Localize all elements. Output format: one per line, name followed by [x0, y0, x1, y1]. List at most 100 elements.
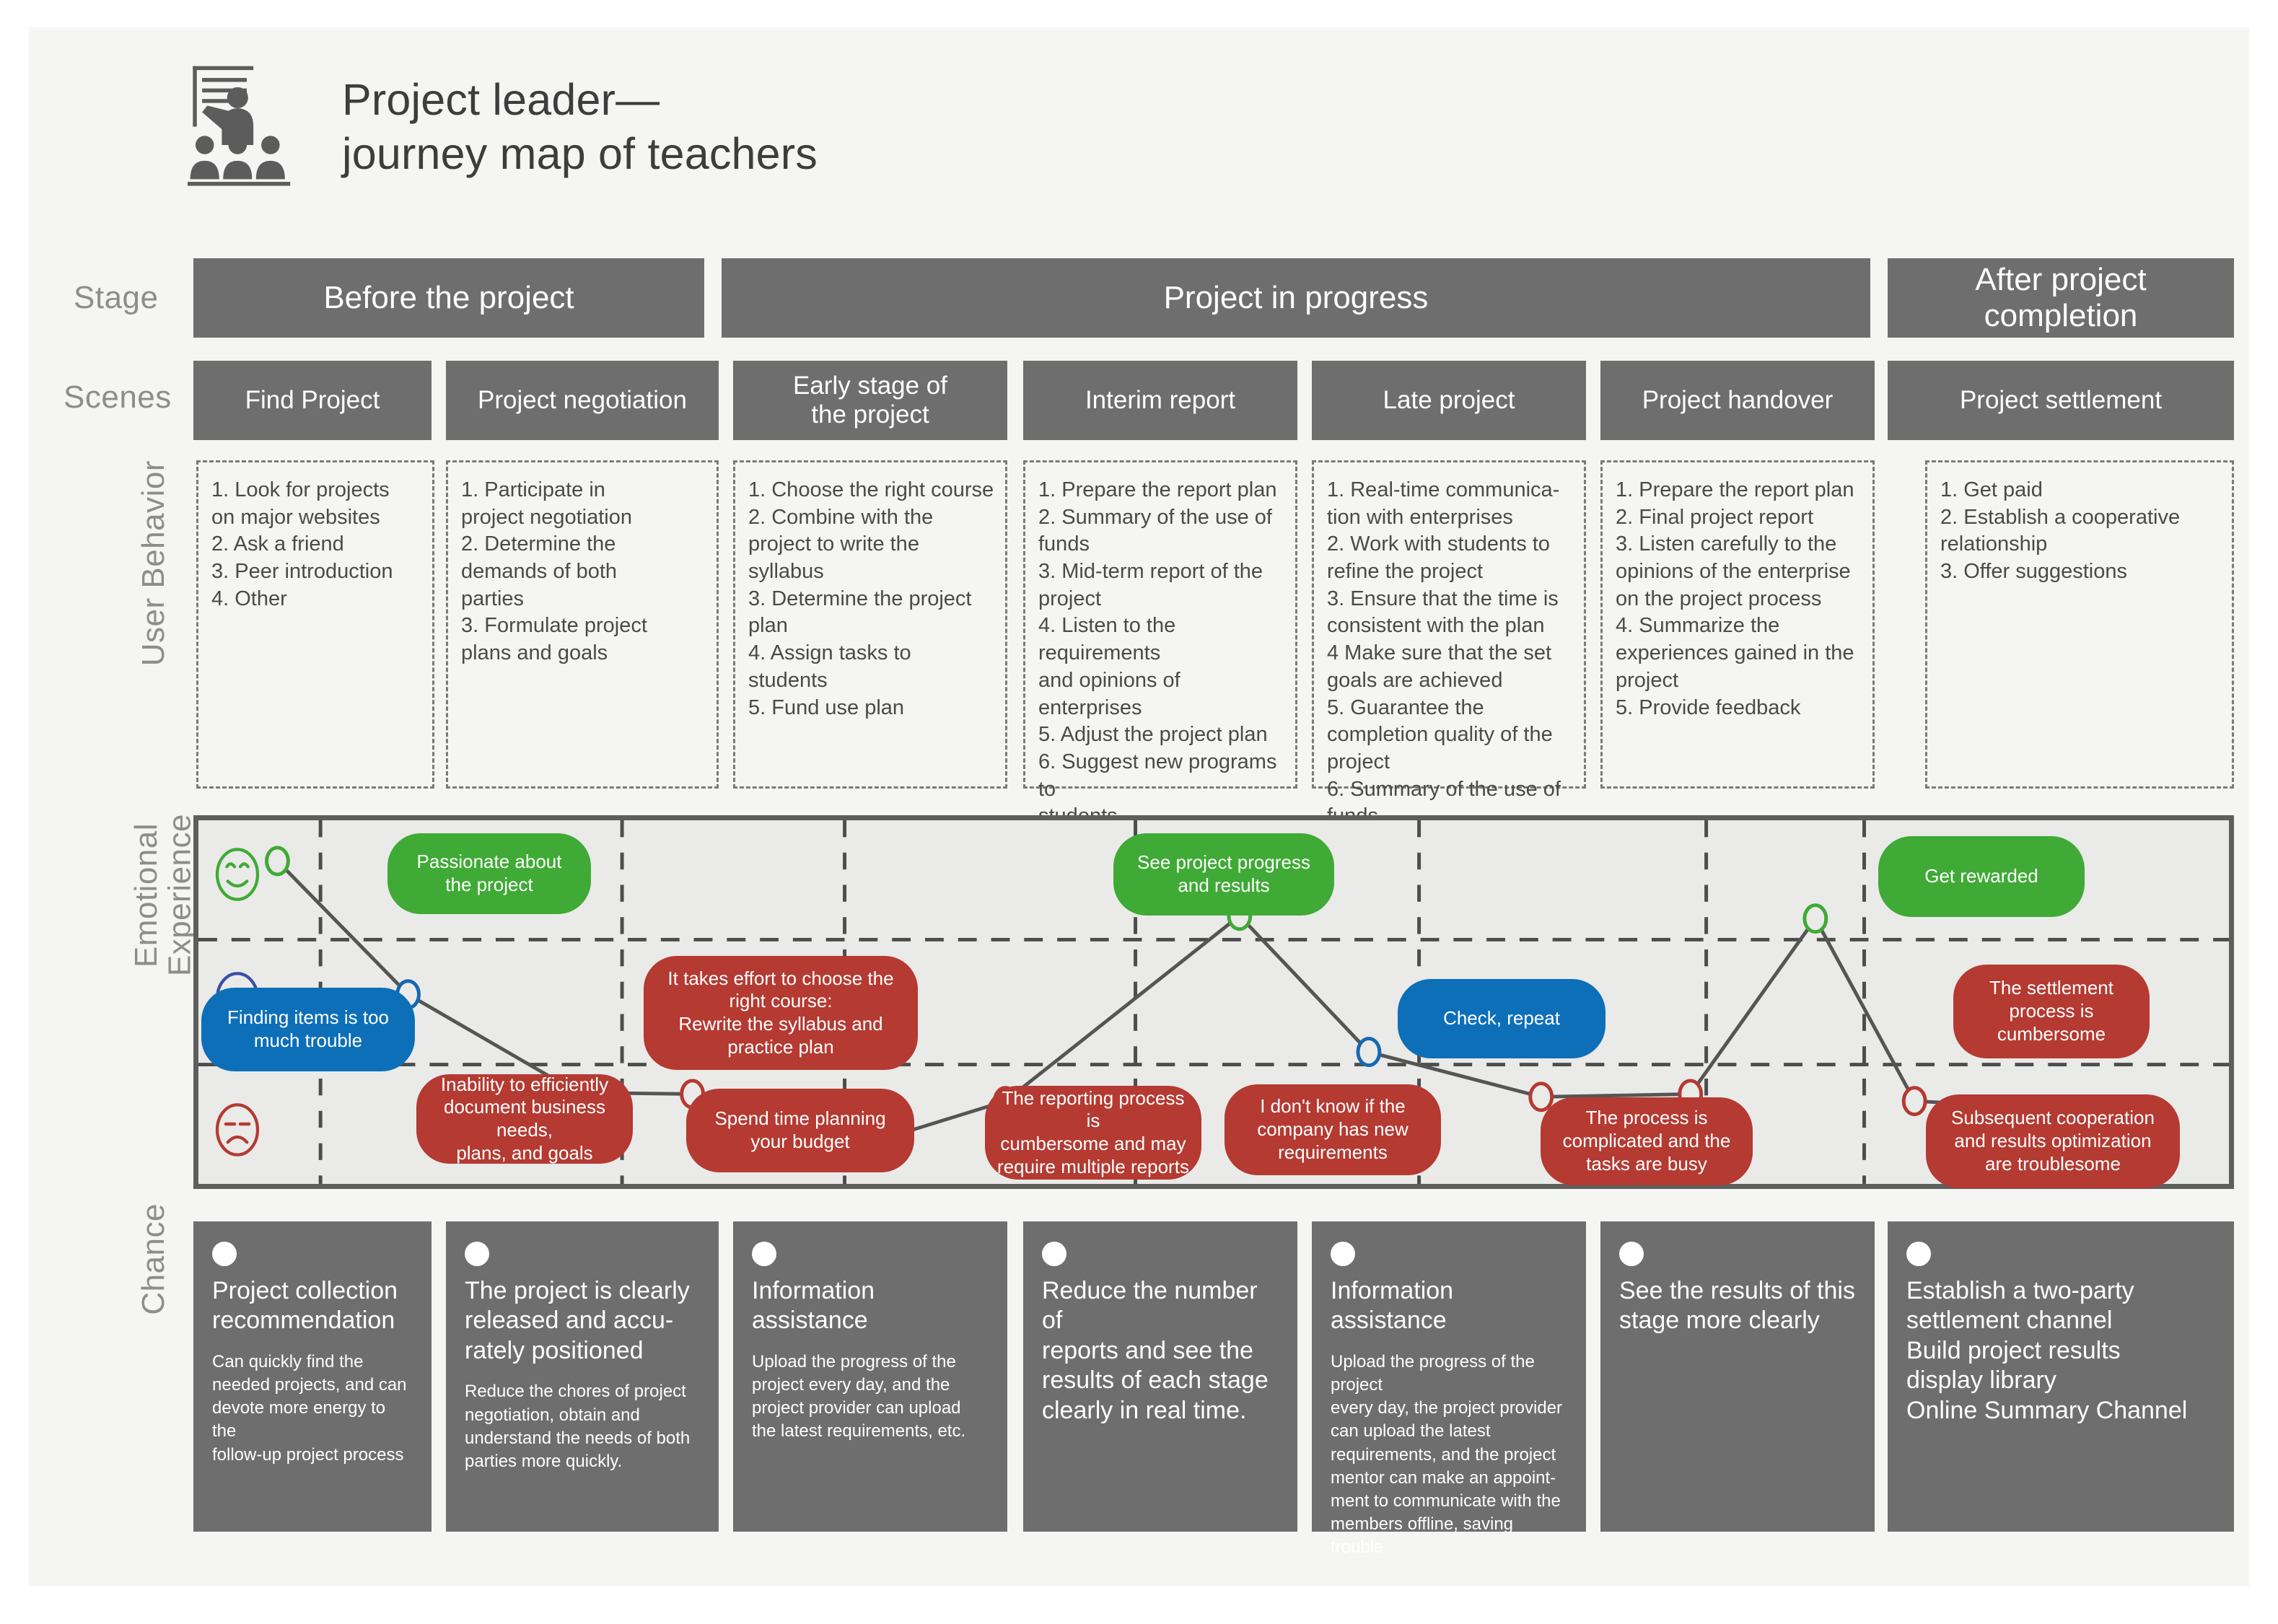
user-behavior-text: 1. Real-time communica- tion with enterp… — [1327, 478, 1561, 828]
scene-bar-0[interactable]: Find Project — [193, 361, 431, 440]
row-label-emotional-experience: Emotional Experience — [128, 814, 198, 977]
stage-bar-label: After project completion — [1975, 261, 2147, 333]
emotion-bubble-5[interactable]: See project progress and results — [1113, 833, 1334, 916]
scene-bar-label: Late project — [1383, 386, 1515, 415]
user-behavior-box-2: 1. Choose the right course 2. Combine wi… — [733, 460, 1007, 789]
user-behavior-text: 1. Prepare the report plan 2. Final proj… — [1616, 478, 1854, 719]
scene-bar-4[interactable]: Late project — [1312, 361, 1586, 440]
emotion-point-10[interactable] — [1802, 903, 1828, 934]
emotion-bubble-10[interactable]: Get rewarded — [1878, 836, 2085, 917]
emotion-bubble-label: Check, repeat — [1443, 1007, 1560, 1030]
stage-bar-1[interactable]: Project in progress — [722, 258, 1870, 338]
chance-card-description: Upload the progress of the project every… — [752, 1351, 966, 1441]
smiley-face-icon — [214, 846, 260, 903]
chance-bullet-dot-icon — [1906, 1242, 1931, 1266]
row-label-chance: Chance — [136, 1203, 171, 1315]
chance-bullet-dot-icon — [752, 1242, 776, 1266]
scene-bar-6[interactable]: Project settlement — [1888, 361, 2234, 440]
user-behavior-box-0: 1. Look for projects on major websites 2… — [196, 460, 434, 789]
emotion-bubble-12[interactable]: Subsequent cooperation and results optim… — [1926, 1094, 2180, 1188]
emotion-bubble-9[interactable]: The process is complicated and the tasks… — [1541, 1097, 1753, 1185]
user-behavior-box-5: 1. Prepare the report plan 2. Final proj… — [1600, 460, 1875, 789]
emotion-bubble-label: Get rewarded — [1924, 865, 2038, 887]
emotion-bubble-label: It takes effort to choose the right cour… — [667, 967, 894, 1058]
stage-bar-2[interactable]: After project completion — [1888, 258, 2234, 338]
emotion-bubble-label: The reporting process is cumbersome and … — [997, 1087, 1189, 1177]
chance-card-title: Project collection recommendation — [212, 1277, 398, 1335]
emotion-bubble-2[interactable]: Inability to efficiently document busine… — [416, 1074, 633, 1164]
emotion-point-7[interactable] — [1356, 1037, 1382, 1067]
emotion-bubble-1[interactable]: Finding items is too much trouble — [201, 988, 415, 1071]
emotion-point-8[interactable] — [1528, 1081, 1554, 1112]
scene-bar-label: Project negotiation — [478, 386, 687, 415]
emotion-bubble-label: I don't know if the company has new requ… — [1257, 1095, 1409, 1163]
chance-card-title: Information assistance — [1331, 1277, 1454, 1335]
emotion-bubble-label: Spend time planning your budget — [714, 1107, 886, 1152]
page-header: Project leader— journey map of teachers — [184, 63, 818, 190]
scene-bar-1[interactable]: Project negotiation — [446, 361, 719, 440]
chance-card-title: See the results of this stage more clear… — [1619, 1277, 1855, 1335]
user-behavior-text: 1. Prepare the report plan 2. Summary of… — [1038, 478, 1277, 828]
stage-bar-0[interactable]: Before the project — [193, 258, 704, 338]
chance-card-description: Upload the progress of the project every… — [1331, 1351, 1563, 1558]
row-label-stage: Stage — [74, 280, 159, 315]
chance-card-1[interactable]: The project is clearly released and accu… — [446, 1221, 719, 1532]
emotion-bubble-8[interactable]: I don't know if the company has new requ… — [1225, 1084, 1441, 1175]
emotion-bubble-label: The process is complicated and the tasks… — [1562, 1107, 1731, 1175]
emotion-bubble-0[interactable]: Passionate about the project — [387, 833, 591, 914]
chance-card-title: Information assistance — [752, 1277, 875, 1335]
chance-bullet-dot-icon — [1042, 1242, 1066, 1266]
scene-bar-5[interactable]: Project handover — [1600, 361, 1875, 440]
emotion-bubble-7[interactable]: Check, repeat — [1398, 979, 1605, 1058]
emotion-bubble-label: Passionate about the project — [416, 851, 562, 895]
user-behavior-text: 1. Participate in project negotiation 2.… — [461, 478, 647, 665]
chance-card-description: Reduce the chores of project negotiation… — [465, 1382, 691, 1471]
chance-card-title: The project is clearly released and accu… — [465, 1277, 690, 1364]
chance-card-title: Reduce the number of reports and see the… — [1042, 1277, 1269, 1424]
scene-bar-3[interactable]: Interim report — [1023, 361, 1297, 440]
emotion-bubble-11[interactable]: The settlement process is cumbersome — [1953, 965, 2150, 1058]
chance-card-6[interactable]: Establish a two-party settlement channel… — [1888, 1221, 2234, 1532]
chance-bullet-dot-icon — [1619, 1242, 1644, 1266]
user-behavior-text: 1. Look for projects on major websites 2… — [211, 478, 393, 610]
emotion-bubble-3[interactable]: It takes effort to choose the right cour… — [644, 956, 918, 1070]
chance-card-description: Can quickly find the needed projects, an… — [212, 1351, 407, 1465]
scene-bar-label: Project settlement — [1959, 386, 2163, 415]
row-label-user-behavior: User Behavior — [136, 460, 171, 667]
user-behavior-text: 1. Choose the right course 2. Combine wi… — [748, 478, 994, 719]
user-behavior-box-3: 1. Prepare the report plan 2. Summary of… — [1023, 460, 1297, 828]
chance-card-3[interactable]: Reduce the number of reports and see the… — [1023, 1221, 1297, 1532]
emotion-bubble-label: Finding items is too much trouble — [227, 1006, 389, 1051]
stage-bar-label: Project in progress — [1163, 279, 1429, 315]
emotion-bubble-6[interactable]: The reporting process is cumbersome and … — [985, 1086, 1201, 1180]
scene-bar-label: Interim report — [1085, 386, 1236, 415]
teacher-presentation-icon — [184, 63, 317, 190]
chance-bullet-dot-icon — [465, 1242, 489, 1266]
user-behavior-text: 1. Get paid 2. Establish a cooperative r… — [1940, 478, 2181, 584]
emotion-point-0[interactable] — [265, 846, 290, 877]
page-title: Project leader— journey map of teachers — [342, 75, 818, 178]
stage-bar-label: Before the project — [323, 279, 574, 315]
chance-card-title: Establish a two-party settlement channel… — [1906, 1277, 2188, 1424]
journey-map-canvas: Project leader— journey map of teachers … — [29, 27, 2249, 1586]
chance-bullet-dot-icon — [212, 1242, 237, 1266]
emotion-bubble-4[interactable]: Spend time planning your budget — [686, 1089, 914, 1172]
emotion-bubble-label: The settlement process is cumbersome — [1989, 977, 2113, 1045]
emotion-bubble-label: Inability to efficiently document busine… — [440, 1073, 609, 1164]
row-label-scenes: Scenes — [63, 379, 172, 415]
chance-card-5[interactable]: See the results of this stage more clear… — [1600, 1221, 1875, 1532]
scene-bar-label: Find Project — [245, 386, 380, 415]
frown-face-icon — [214, 1102, 260, 1158]
emotion-point-11[interactable] — [1901, 1086, 1927, 1117]
scene-bar-2[interactable]: Early stage of the project — [733, 361, 1007, 440]
emotion-bubble-label: See project progress and results — [1137, 851, 1310, 896]
scene-bar-label: Early stage of the project — [793, 372, 947, 429]
user-behavior-box-1: 1. Participate in project negotiation 2.… — [446, 460, 719, 789]
user-behavior-box-4: 1. Real-time communica- tion with enterp… — [1312, 460, 1586, 828]
emotion-bubble-label: Subsequent cooperation and results optim… — [1951, 1107, 2155, 1175]
